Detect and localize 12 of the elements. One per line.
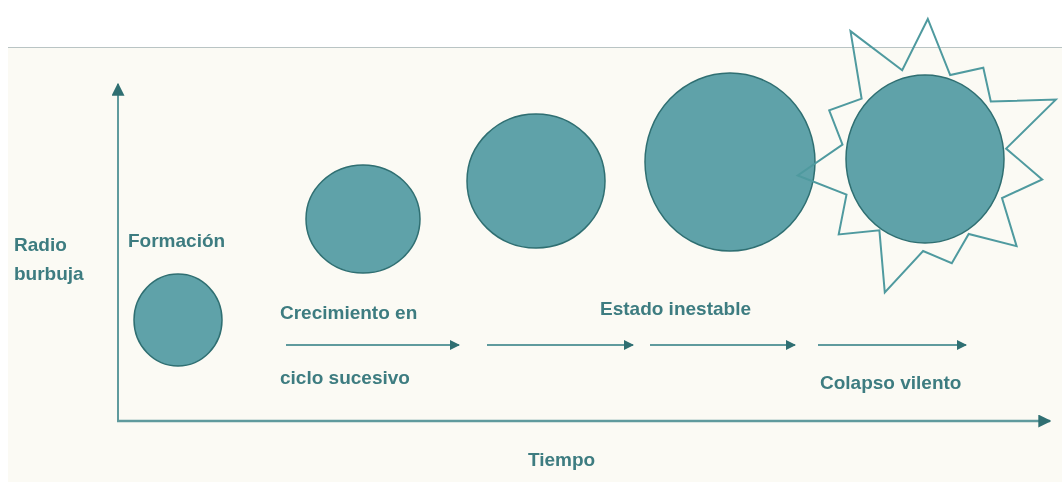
bubble — [304, 163, 422, 275]
stage-label: Crecimiento en — [280, 301, 418, 325]
stage-label: Estado inestable — [600, 297, 751, 321]
collapsing-bubble-drawing — [795, 17, 1058, 295]
stage-label: Formación — [128, 229, 226, 253]
bubble — [643, 71, 817, 253]
bubble — [132, 272, 224, 368]
axis-label: Radio burbuja — [14, 233, 85, 286]
stage-label: ciclo sucesivo — [280, 366, 410, 390]
stage-label: Colapso vilento — [820, 371, 962, 395]
axis-label: Tiempo — [528, 448, 596, 472]
bubble — [465, 112, 607, 250]
